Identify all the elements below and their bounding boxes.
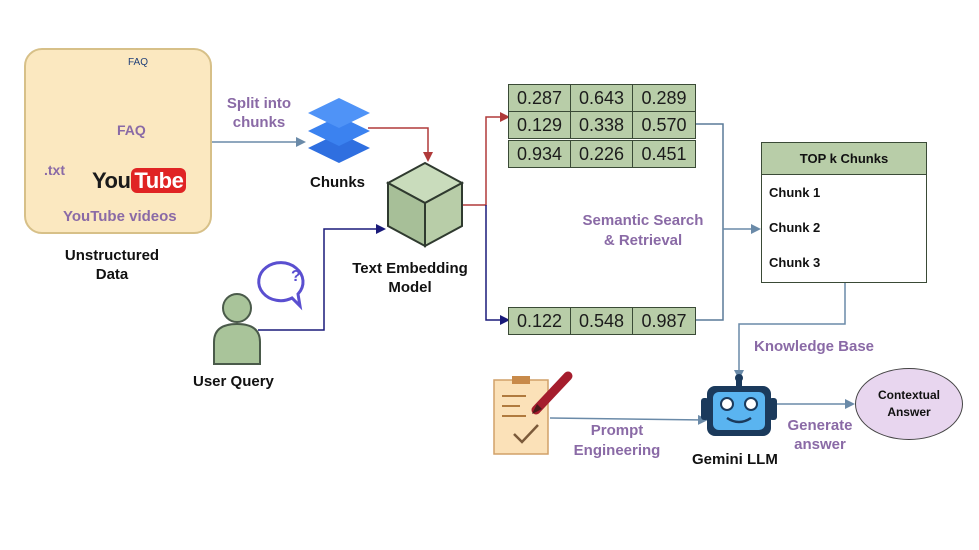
prompt-engineering-line2: Engineering [573,442,661,459]
prompt-document-icon [493,376,549,455]
robot-icon [701,374,777,436]
topk-chunks-table: TOP k Chunks Chunk 1 Chunk 2 Chunk 3 [761,142,927,283]
list-item: Chunk 2 [769,220,821,235]
generate-answer-line1: Generate [787,417,853,434]
vector-cell: 0.122 [509,308,571,334]
vector-cell: 0.987 [641,311,687,331]
youtube-logo-tube: Tube [131,168,187,193]
knowledge-base-line [734,283,846,380]
vector-row: 0.129 0.338 0.570 [508,111,696,139]
model-to-knowledge-arrow [462,112,510,206]
gemini-llm-label: Gemini LLM [692,451,778,468]
unstructured-data-label: Unstructured Data [58,246,166,284]
list-item: Chunk 3 [769,255,821,270]
model-to-query-vector-arrow [485,205,510,325]
query-vector: 0.122 0.548 0.987 [508,307,696,335]
youtube-label: YouTube videos [63,208,177,225]
question-bubble-icon: ? [257,261,305,311]
txt-label: .txt [44,162,65,178]
embedding-model-label: Text Embedding Model [340,259,480,297]
unstructured-data-group [24,48,212,234]
vector-row: 0.934 0.226 0.451 [508,140,696,168]
unstructured-data-line2: Data [95,266,129,283]
chunks-stack-icon [308,98,370,163]
vector-cell: 0.570 [641,115,687,135]
semantic-search-line2: & Retrieval [603,232,683,249]
faq-banner-text: FAQ [128,57,149,68]
vectors-merge-line [688,123,724,321]
vector-cell: 0.338 [571,112,633,138]
contextual-answer-line1: Contextual [877,388,940,402]
chunks-to-model-arrow [368,127,433,162]
vector-cell: 0.548 [571,308,633,334]
semantic-search-line1: Semantic Search [582,212,704,229]
vector-cell: 0.129 [509,112,571,138]
generate-answer-label: Generate answer [776,416,864,454]
unstructured-data-line1: Unstructured [64,247,160,264]
vector-cell: 0.643 [571,85,633,111]
knowledge-base-label: Knowledge Base [754,338,875,355]
list-item: Chunk 1 [769,185,821,200]
split-label-line2: chunks [232,114,286,131]
vector-cell: 0.289 [641,88,687,108]
vector-cell: 0.226 [571,141,633,167]
svg-text:?: ? [291,268,301,285]
split-label: Split into chunks [220,94,298,132]
vector-cell: 0.287 [509,85,571,111]
prompt-engineering-label: Prompt Engineering [562,421,672,461]
youtube-logo-you: You [92,168,131,193]
faq-label: FAQ [117,122,146,138]
vector-cell: 0.934 [509,141,571,167]
prompt-engineering-line1: Prompt [590,422,644,439]
query-to-model-arrow [258,224,386,331]
contextual-answer-node: Contextual Answer [855,368,963,440]
vector-row: 0.287 0.643 0.289 [508,84,696,112]
pen-icon [531,371,573,415]
embedding-model-line1: Text Embedding [352,260,468,277]
topk-title: TOP k Chunks [762,143,926,175]
embedding-cube-icon [385,161,465,248]
prompt-arrow [549,414,708,425]
semantic-search-label: Semantic Search & Retrieval [568,211,718,251]
chunks-label: Chunks [310,174,366,191]
embedding-model-line2: Model [388,279,432,296]
generate-answer-line2: answer [794,436,846,453]
vector-cell: 0.451 [641,144,687,164]
user-query-label: User Query [193,373,274,390]
user-icon [213,293,261,365]
split-label-line1: Split into [226,95,292,112]
contextual-answer-line2: Answer [887,405,931,419]
